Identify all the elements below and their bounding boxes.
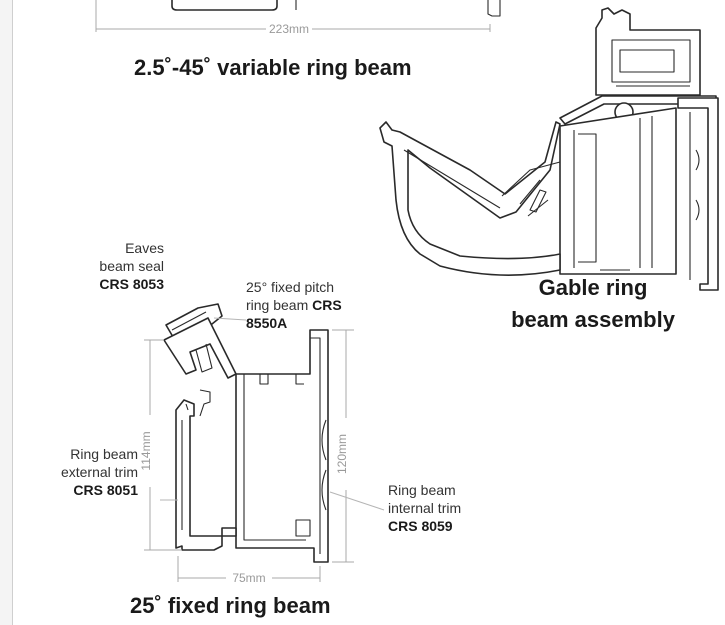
right-height-dimension: 120mm — [335, 434, 349, 474]
bottom-width-dimension: 75mm — [232, 571, 265, 585]
external-label-code: CRS 8051 — [73, 482, 138, 498]
eaves-label-line2: beam seal — [99, 258, 164, 274]
left-height-dimension: 114mm — [139, 431, 153, 470]
external-label-line1: Ring beam — [70, 446, 138, 462]
fixed-pitch-code1: CRS — [312, 297, 342, 313]
variable-ring-beam-profile: 223mm — [95, 0, 501, 36]
gable-title-line2: beam assembly — [511, 307, 675, 332]
gable-title-line1: Gable ring — [538, 275, 648, 300]
fixed-pitch-code2: 8550A — [246, 315, 288, 331]
eaves-label-line1: Eaves — [125, 240, 164, 256]
internal-trim-label: Ring beam internal trim CRS 8059 — [388, 481, 508, 535]
fixed-ring-beam-title: 25˚ fixed ring beam — [130, 593, 331, 618]
left-margin-strip — [0, 0, 13, 625]
eaves-seal-label: Eaves beam seal CRS 8053 — [60, 239, 164, 293]
internal-label-line2: internal trim — [388, 500, 462, 516]
external-trim-label: Ring beam external trim CRS 8051 — [20, 445, 138, 499]
gable-ring-beam-drawing — [379, 7, 719, 291]
fixed-ring-beam-drawing: 114mm 120mm 75mm — [139, 303, 385, 585]
eaves-label-code: CRS 8053 — [99, 276, 164, 292]
fixed-pitch-line2: ring beam — [246, 297, 309, 313]
fixed-pitch-beam-label: 25° fixed pitch ring beam CRS 8550A — [246, 278, 396, 332]
internal-label-line1: Ring beam — [388, 482, 456, 498]
external-label-line2: external trim — [60, 464, 138, 480]
internal-label-code: CRS 8059 — [388, 518, 453, 534]
fixed-pitch-line1: 25° fixed pitch — [246, 279, 335, 295]
variable-ring-beam-title: 2.5˚-45˚ variable ring beam — [134, 55, 412, 80]
gable-ring-beam-title: Gable ring beam assembly — [488, 272, 698, 336]
top-width-dimension: 223mm — [269, 22, 309, 36]
